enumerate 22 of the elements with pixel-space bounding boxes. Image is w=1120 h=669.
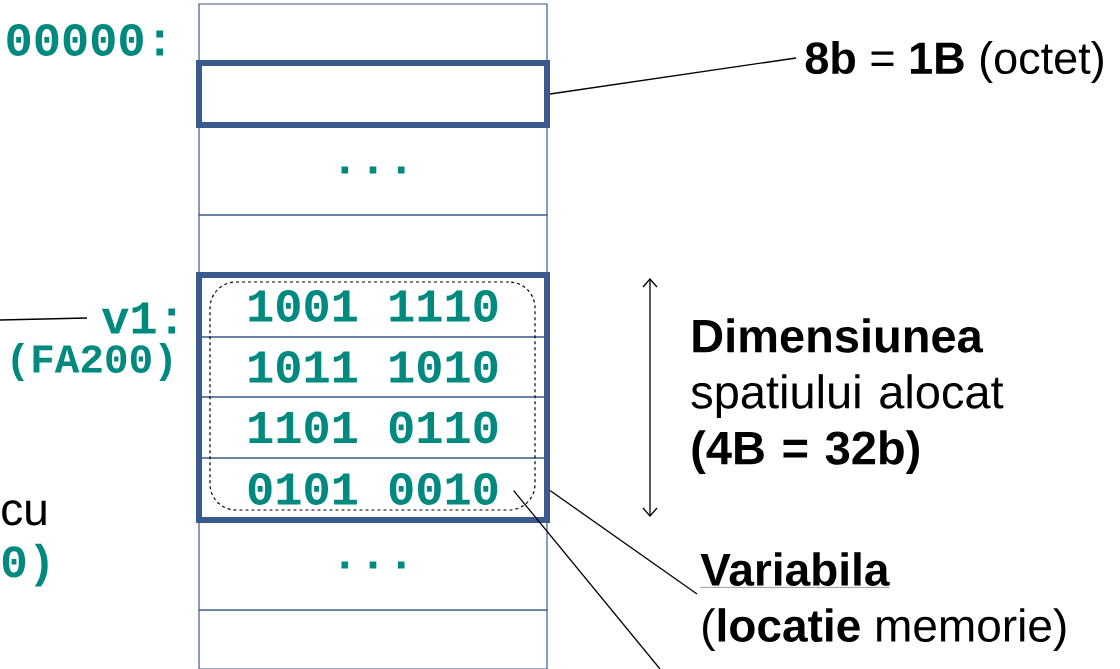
text-fragment: 0) [2,543,48,587]
annotation-text: Variabila (locatie memorie) [700,552,1066,652]
node-label: 1001 1110 [249,290,498,322]
annotation-text: 8b = 1B (octet) [805,41,1103,83]
leader-line [0,317,88,321]
memory-cell: 0101 0010 [198,457,548,521]
memory-cell: 1101 0110 [198,396,548,459]
memory-cell [198,609,548,669]
leader-line [549,57,797,95]
annotation-text: v1: [101,302,175,334]
mono-address: 00000: [7,24,163,56]
memory-cell: ... [198,519,548,611]
highlight-box [196,272,550,523]
dashed-region [209,281,536,511]
size-note: Dimensiunea spatiului alocat (4B = 32b) [691,318,1004,474]
highlight-box [196,60,550,128]
memory-cell: ... [198,124,548,216]
leader-line [512,489,661,669]
memory-cell: 1011 1010 [198,336,548,398]
leader-line [549,489,698,595]
text-fragment: cu [2,500,46,526]
mono-address: (FA200) [12,342,171,382]
